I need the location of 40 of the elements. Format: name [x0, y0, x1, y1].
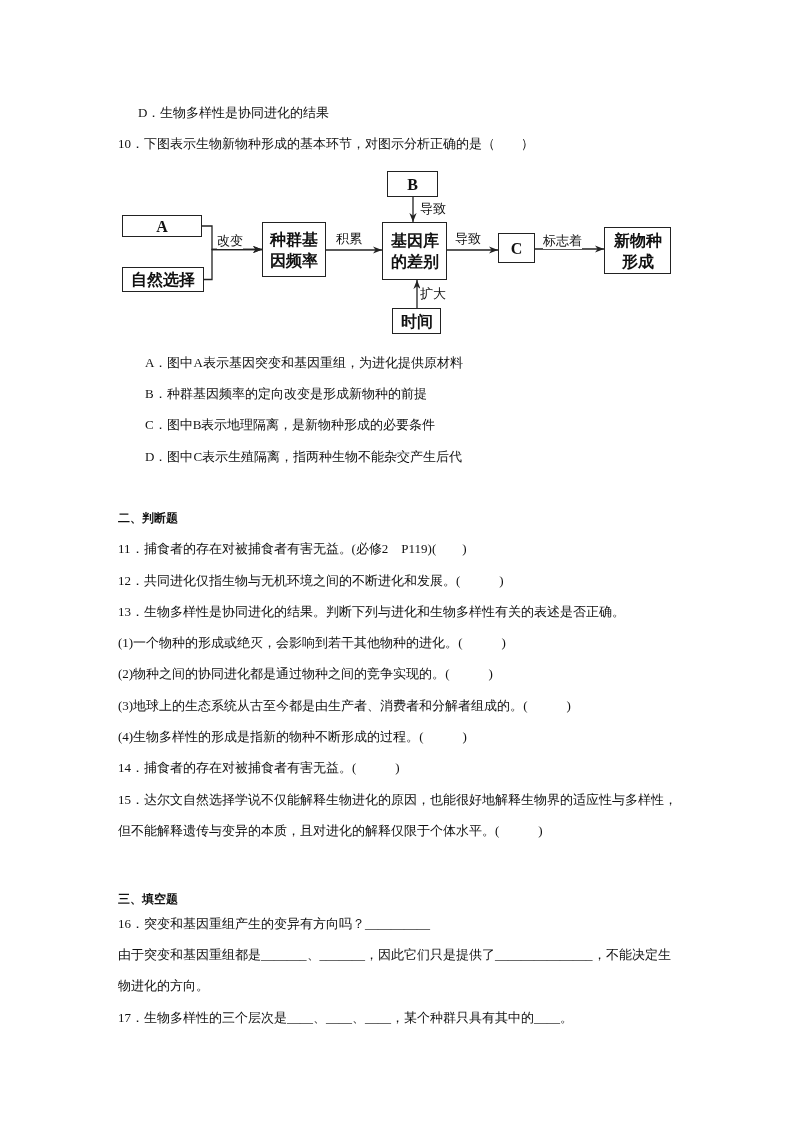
question-text: (3)地球上的生态系统从古至今都是由生产者、消费者和分解者组成的。( ) [118, 697, 571, 715]
edge-label: 标志着 [543, 233, 582, 249]
edge-label: 导致 [420, 201, 446, 217]
answer-option: C．图中B表示地理隔离，是新物种形成的必要条件 [145, 409, 436, 440]
question-text: (2)物种之间的协同进化都是通过物种之间的竞争实现的。( ) [118, 665, 493, 683]
edge-label: 导致 [455, 231, 481, 247]
answer-option: D．生物多样性是协同进化的结果 [138, 97, 330, 128]
question-text: 12．共同进化仅指生物与无机环境之间的不断进化和发展。( ) [118, 572, 504, 590]
question-text: 14．捕食者的存在对被捕食者有害无益。( ) [118, 759, 400, 777]
process-box: 新物种形成 [604, 227, 671, 274]
question-text: (4)生物多样性的形成是指新的物种不断形成的过程。( ) [118, 728, 467, 746]
question-text: 10．下图表示生物新物种形成的基本环节，对图示分析正确的是（ ） [118, 135, 534, 153]
section-heading: 二、判断题 [118, 510, 178, 527]
answer-option: A．图中A表示基因突变和基因重组，为进化提供原材料 [145, 347, 463, 378]
section-heading: 三、填空题 [118, 891, 178, 908]
process-box: 时间 [392, 308, 441, 334]
answer-option: D．图中C表示生殖隔离，指两种生物不能杂交产生后代 [145, 441, 463, 472]
edge-label: 积累 [336, 231, 362, 247]
edge-label: 改变 [217, 233, 243, 249]
process-box: B [387, 171, 438, 197]
question-text: 15．达尔文自然选择学说不仅能解释生物进化的原因，也能很好地解释生物界的适应性与多样性，但不能解释遗传与变异的本质，且对进化的解释仅限于个体水平。( ) [118, 791, 678, 840]
arrow [325, 246, 383, 254]
arrow [409, 196, 417, 223]
question-text: 由于突变和基因重组都是_______、_______，因此它们只是提供了_______________，不能决定生物进化的方向。 [118, 946, 672, 995]
answer-option: B．种群基因频率的定向改变是形成新物种的前提 [145, 378, 427, 409]
process-box: 自然选择 [122, 267, 204, 292]
arrow [203, 245, 263, 281]
edge-label: 扩大 [420, 286, 446, 302]
question-text: 17．生物多样性的三个层次是____、____、____，某个种群只具有其中的____。 [118, 1009, 573, 1027]
question-text: 11．捕食者的存在对被捕食者有害无益。(必修2 P119)( ) [118, 540, 467, 558]
arrow [534, 245, 605, 253]
process-box: C [498, 233, 535, 263]
question-text: (1)一个物种的形成或绝灭，会影响到若干其他物种的进化。( ) [118, 634, 506, 652]
process-box: 基因库的差别 [382, 222, 447, 280]
question-text: 13．生物多样性是协同进化的结果。判断下列与进化和生物多样性有关的表述是否正确。 [118, 603, 625, 621]
process-box: A [122, 215, 202, 237]
arrow [413, 279, 421, 309]
process-box: 种群基因频率 [262, 222, 326, 277]
question-text: 16．突变和基因重组产生的变异有方向吗？__________ [118, 915, 430, 933]
arrow [446, 246, 499, 254]
